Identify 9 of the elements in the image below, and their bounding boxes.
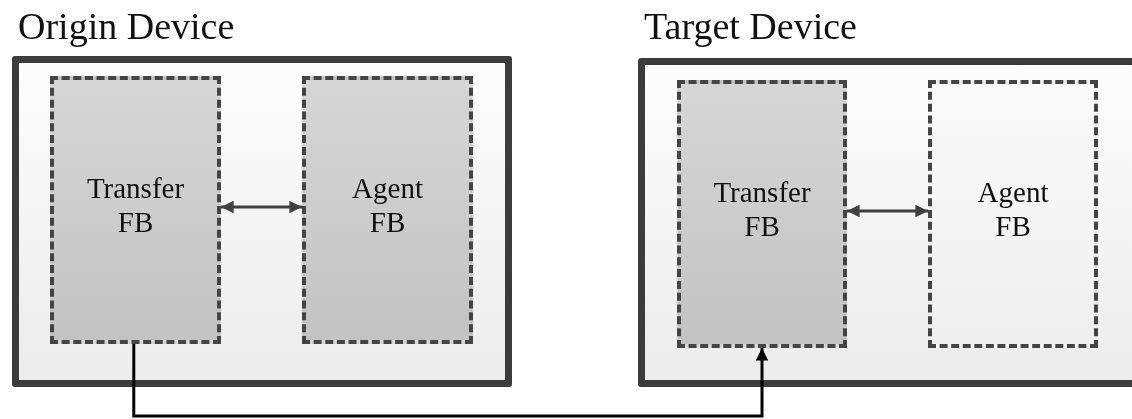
function-block: Transfer FB xyxy=(50,76,221,344)
device-title: Target Device xyxy=(644,4,857,49)
function-block: Transfer FB xyxy=(677,80,847,348)
arrow xyxy=(847,204,928,218)
function-block: Agent FB xyxy=(302,76,473,344)
arrow xyxy=(132,344,769,418)
arrow xyxy=(221,200,302,214)
device-title: Origin Device xyxy=(18,4,235,49)
function-block: Agent FB xyxy=(928,80,1098,348)
